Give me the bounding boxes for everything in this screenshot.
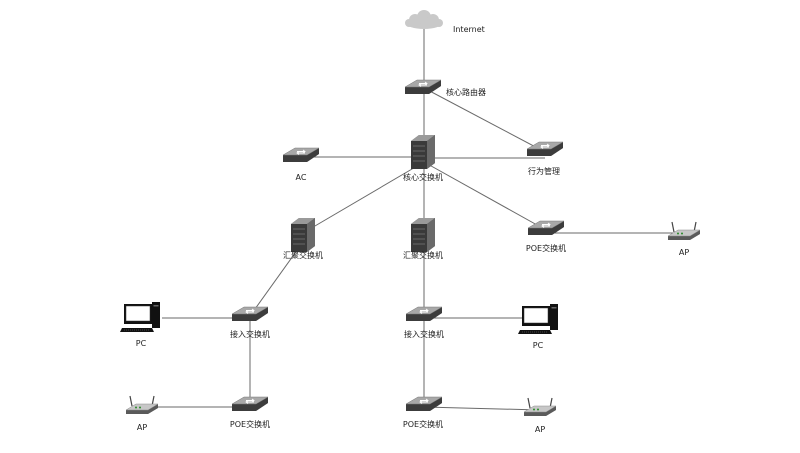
- poe-switch-mid-label: POE交换机: [402, 420, 444, 429]
- access-switch-left-label: 接入交换机: [230, 330, 270, 339]
- behavior-management-icon: [526, 141, 564, 157]
- aggregation-switch-left-icon: [290, 217, 316, 253]
- ac-label: AC: [295, 173, 307, 182]
- access-switch-left-icon: [231, 306, 269, 322]
- link-coreswitch-agg-left: [302, 161, 425, 234]
- aggregation-switch-mid-icon: [410, 217, 436, 253]
- pc-right-icon: [517, 303, 559, 335]
- access-point-mid-label: AP: [534, 425, 546, 434]
- link-coreswitch-poe-right: [423, 161, 547, 231]
- link-poe-mid-ap-mid: [423, 406, 541, 411]
- ac-controller-icon: [282, 147, 320, 163]
- access-point-left-icon: [125, 395, 159, 415]
- access-point-right-label: AP: [678, 248, 690, 257]
- poe-switch-left-icon: [231, 396, 269, 412]
- access-point-left-label: AP: [136, 423, 148, 432]
- poe-switch-mid-icon: [405, 396, 443, 412]
- access-switch-mid-icon: [405, 306, 443, 322]
- core-router-label: 核心路由器: [446, 88, 486, 97]
- poe-switch-left-label: POE交换机: [229, 420, 271, 429]
- cloud-icon: [405, 10, 443, 29]
- poe-switch-right-label: POE交换机: [525, 244, 567, 253]
- internet-label: Internet: [453, 25, 485, 34]
- aggregation-switch-left-label: 汇聚交换机: [283, 251, 323, 260]
- link-router-behavior: [423, 87, 546, 153]
- pc-right-label: PC: [532, 341, 544, 350]
- access-point-mid-icon: [523, 397, 557, 417]
- core-switch-label: 核心交换机: [403, 173, 443, 182]
- pc-left-label: PC: [135, 339, 147, 348]
- pc-left-icon: [119, 301, 161, 333]
- aggregation-switch-mid-label: 汇聚交换机: [403, 251, 443, 260]
- access-point-right-icon: [667, 221, 701, 241]
- behavior-management-label: 行为管理: [528, 167, 560, 176]
- link-agg-left-access-left: [249, 241, 304, 317]
- access-switch-mid-label: 接入交换机: [404, 330, 444, 339]
- core-switch-icon: [410, 134, 436, 170]
- core-router-icon: [404, 79, 442, 95]
